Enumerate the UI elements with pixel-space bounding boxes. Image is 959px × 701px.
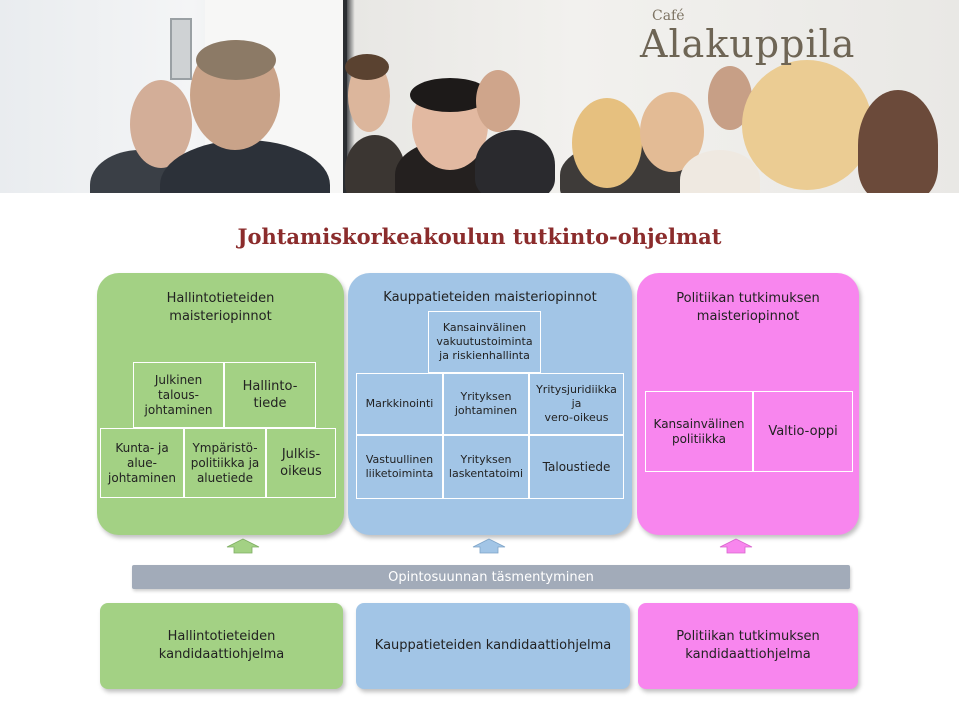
panel-kauppatieteiden-maisteriopinnot: Kauppatieteiden maisteriopinnot Kansainv… [348,273,632,535]
cell-markkinointi: Markkinointi [356,373,443,435]
cell-taloustiede: Taloustiede [529,435,624,499]
panel-hallintotieteiden-maisteriopinnot: Hallintotieteiden maisteriopinnot Julkin… [97,273,344,535]
cafe-sign-logo: Alakuppila [640,22,856,66]
bar-opintosuunnan-tasmentyminen: Opintosuunnan täsmentyminen [132,565,850,589]
panel-title-green: Hallintotieteiden maisteriopinnot [166,291,275,324]
arrow-up-green-icon [226,538,260,554]
arrow-up-pink-icon [719,538,753,554]
banner-photo: Café Alakuppila [0,0,959,193]
panel-title-blue: Kauppatieteiden maisteriopinnot [383,290,597,305]
cell-julkisoikeus: Julkis-oikeus [266,428,336,498]
arrow-up-blue-icon [472,538,506,554]
cell-hallintotiede: Hallinto-tiede [224,362,316,428]
cafe-sign-small: Café [652,8,685,24]
cell-valtio-oppi: Valtio-oppi [753,391,853,472]
page-title: Johtamiskorkeakoulun tutkinto-ohjelmat [237,224,722,249]
box-kauppatieteiden-kandidaattiohjelma: Kauppatieteiden kandidaattiohjelma [356,603,630,689]
panel-title-pink: Politiikan tutkimuksen maisteriopinnot [676,291,820,324]
panel-politiikan-tutkimuksen-maisteriopinnot: Politiikan tutkimuksen maisteriopinnot K… [637,273,859,535]
